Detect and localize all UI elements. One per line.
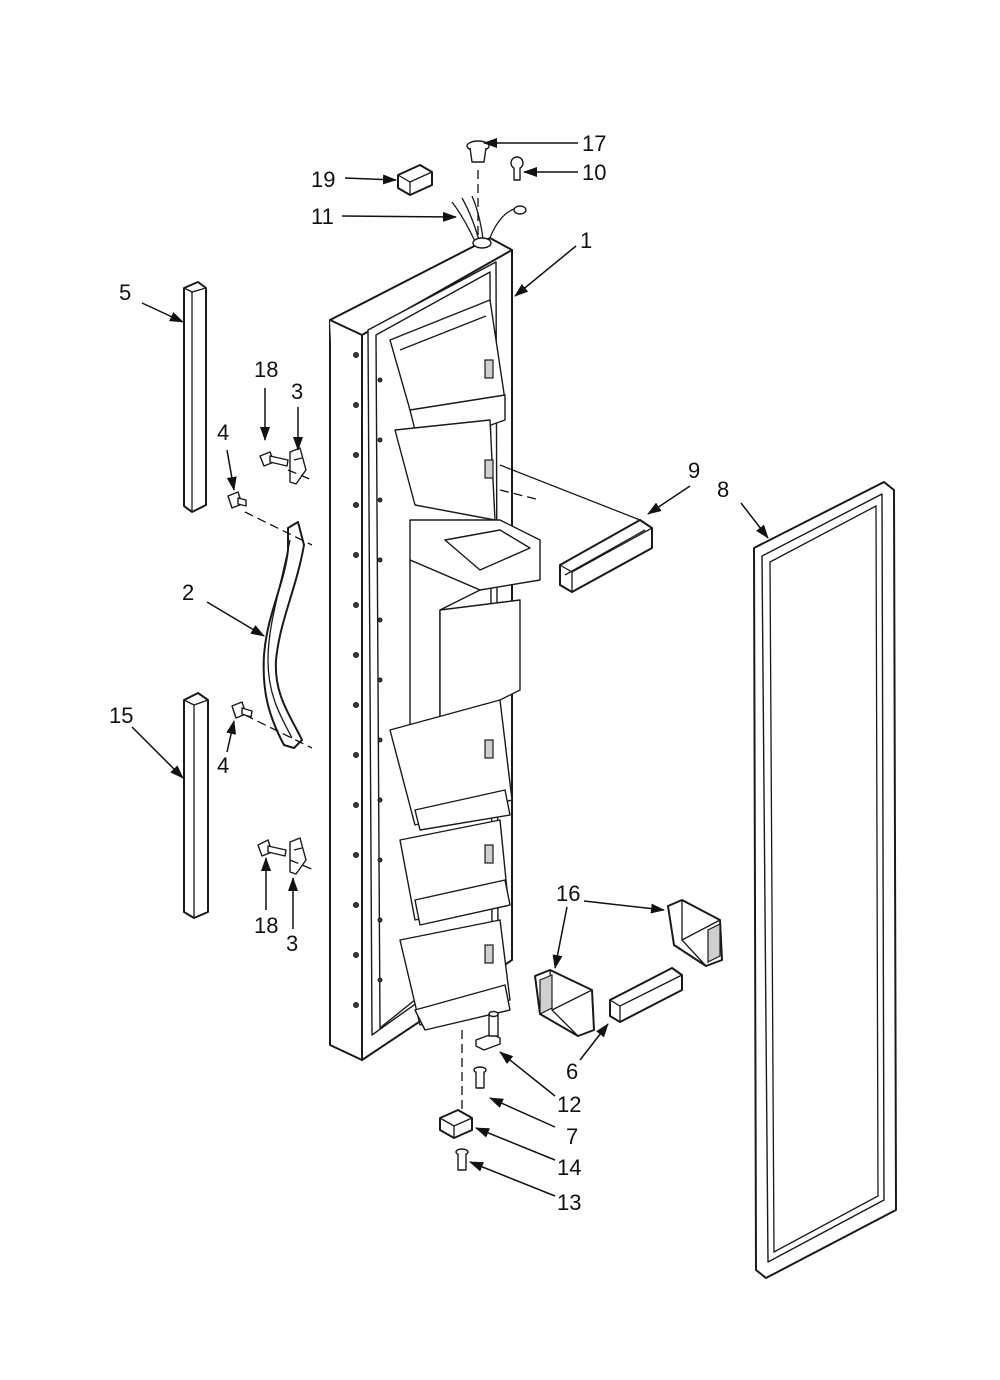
leader-lines <box>131 138 769 1197</box>
callout-12: 12 <box>557 1092 581 1117</box>
callout-3-upper: 3 <box>291 379 303 404</box>
callout-15: 15 <box>109 703 133 728</box>
screw-part-13 <box>455 1148 469 1171</box>
callout-2: 2 <box>182 580 194 605</box>
callout-18-lower: 18 <box>254 913 278 938</box>
callout-11: 11 <box>311 204 334 229</box>
handle-part-2 <box>262 521 305 749</box>
hinge-bracket-part-14 <box>439 1109 473 1139</box>
screw-part-10 <box>510 156 524 181</box>
callout-6: 6 <box>566 1059 578 1084</box>
callout-8: 8 <box>717 477 729 502</box>
callout-1: 1 <box>580 228 592 253</box>
callout-labels: 17 10 19 11 1 5 18 3 4 9 8 2 15 4 18 3 1… <box>109 131 729 1215</box>
callout-10: 10 <box>582 160 606 185</box>
gasket-part-8 <box>753 481 897 1279</box>
callout-18-upper: 18 <box>254 357 278 382</box>
door-rivets <box>353 352 383 1008</box>
callout-7: 7 <box>566 1124 578 1149</box>
door-liner <box>389 299 541 1031</box>
hinge-cover-part-16-right <box>667 899 723 967</box>
screw-part-7 <box>473 1066 487 1089</box>
callout-9: 9 <box>688 458 700 483</box>
callout-4-upper: 4 <box>217 420 229 445</box>
trim-part-5 <box>183 281 207 513</box>
plug-part-17 <box>466 140 490 163</box>
retainer-part-9 <box>559 519 653 593</box>
callout-19: 19 <box>311 167 335 192</box>
callout-14: 14 <box>557 1155 581 1180</box>
hinge-pin-part-12 <box>475 1010 501 1051</box>
door-part-1 <box>329 237 541 1061</box>
screw-part-4-upper <box>227 491 247 509</box>
callout-17: 17 <box>582 131 606 156</box>
hinge-clip-part-3-upper <box>289 447 307 485</box>
callout-3-lower: 3 <box>286 931 298 956</box>
screw-part-18-lower <box>257 839 287 857</box>
screw-part-18-upper <box>259 451 289 467</box>
hinge-cover-part-16-left <box>534 969 595 1037</box>
callout-4-lower: 4 <box>217 753 229 778</box>
screw-part-4-lower <box>231 701 253 719</box>
callout-16: 16 <box>556 881 580 906</box>
hinge-clip-part-3-lower <box>289 837 307 875</box>
callout-13: 13 <box>557 1190 581 1215</box>
connector-part-19 <box>397 164 433 196</box>
callout-5: 5 <box>119 280 131 305</box>
wire-harness-part-11 <box>451 195 527 249</box>
trim-part-15 <box>183 692 209 919</box>
hinge-part-6 <box>609 967 683 1023</box>
